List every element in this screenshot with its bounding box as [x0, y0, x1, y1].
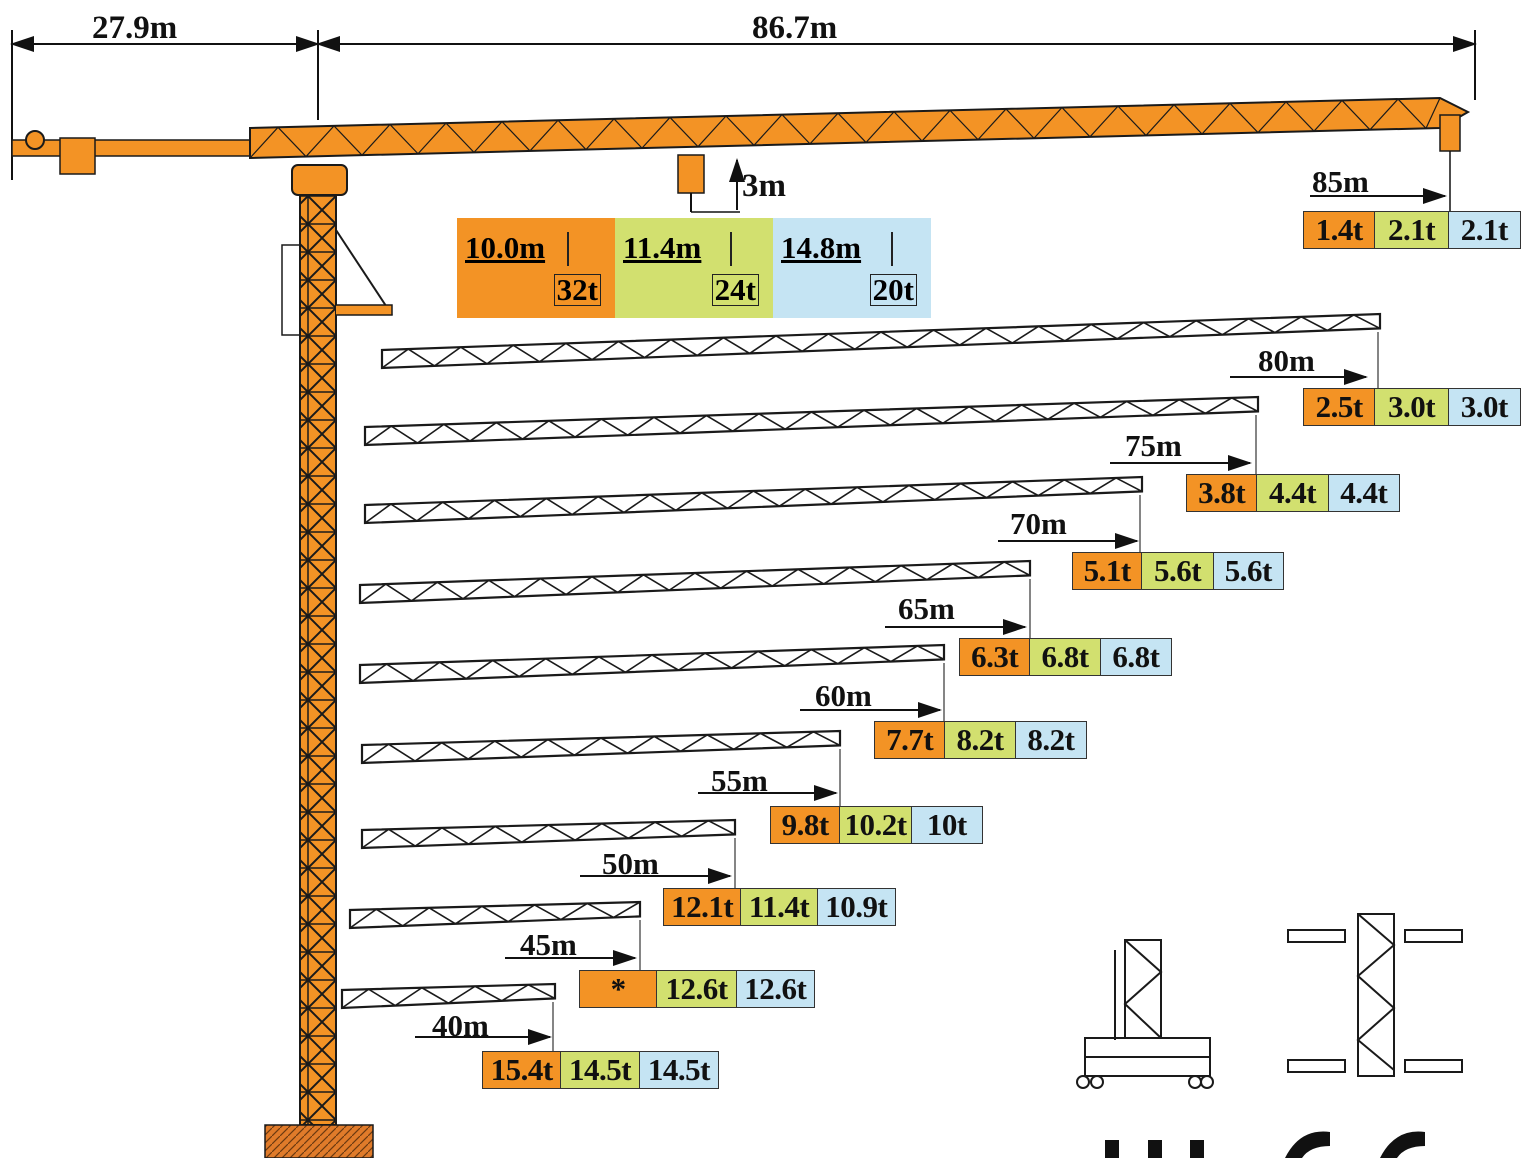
radius-label-40: 40m — [432, 1008, 489, 1043]
legend-tick-2 — [730, 232, 732, 266]
capacity-cell: * — [580, 971, 658, 1007]
alt-jib — [363, 475, 1144, 525]
capacity-row-65: 6.3t 6.8t 6.8t — [959, 638, 1172, 676]
legend-tick-3 — [891, 232, 893, 266]
capacity-legend: 10.0m 32t 11.4m 24t 14.8m 20t — [457, 218, 931, 318]
legend-radius-3: 14.8m — [781, 230, 862, 265]
legend-item-2: 11.4m 24t — [615, 218, 773, 318]
legend-item-1: 10.0m 32t — [457, 218, 615, 318]
alt-jib — [340, 982, 557, 1010]
capacity-row-45: * 12.6t 12.6t — [579, 970, 815, 1008]
mast-detail-left — [1076, 939, 1214, 1089]
alt-jib — [358, 643, 946, 685]
capacity-cell: 5.6t — [1213, 553, 1283, 589]
radius-label-80: 80m — [1258, 343, 1315, 378]
capacity-cell: 6.8t — [1030, 639, 1101, 675]
capacity-cell: 7.7t — [875, 722, 946, 758]
capacity-cell: 3.8t — [1187, 475, 1258, 511]
capacity-cell: 4.4t — [1328, 475, 1399, 511]
radius-label-60: 60m — [815, 678, 872, 713]
capacity-cell: 2.5t — [1304, 389, 1376, 425]
legend-load-3: 20t — [869, 274, 917, 306]
alt-jib — [358, 559, 1032, 605]
radius-label-45: 45m — [520, 927, 577, 962]
capacity-cell: 14.5t — [639, 1052, 719, 1088]
main-jib — [249, 96, 1471, 160]
radius-label-70: 70m — [1010, 506, 1067, 541]
capacity-cell: 8.2t — [945, 722, 1016, 758]
trolley-hook-tip — [1439, 114, 1461, 215]
capacity-cell: 12.6t — [657, 971, 737, 1007]
counter-jib — [11, 127, 303, 175]
capacity-cell: 1.4t — [1304, 212, 1376, 248]
alt-jib — [363, 395, 1260, 447]
capacity-cell: 2.1t — [1375, 212, 1449, 248]
radius-label-85: 85m — [1312, 164, 1369, 199]
capacity-cell: 10.9t — [817, 889, 895, 925]
capacity-cell: 8.2t — [1015, 722, 1087, 758]
capacity-row-70: 5.1t 5.6t 5.6t — [1072, 552, 1284, 590]
tower-mast — [264, 164, 393, 1158]
capacity-cell: 3.0t — [1375, 389, 1449, 425]
counter-jib-length-label: 27.9m — [92, 10, 178, 46]
capacity-cell: 5.1t — [1073, 553, 1143, 589]
hook-height-label: 3m — [742, 168, 786, 204]
alt-jib — [348, 900, 642, 930]
legend-radius-2: 11.4m — [623, 230, 702, 265]
legend-load-2: 24t — [711, 274, 759, 306]
legend-item-3: 14.8m 20t — [773, 218, 931, 318]
capacity-cell: 3.0t — [1448, 389, 1520, 425]
capacity-cell: 6.3t — [960, 639, 1031, 675]
legend-radius-1: 10.0m — [465, 230, 546, 265]
capacity-row-80: 2.5t 3.0t 3.0t — [1303, 388, 1521, 426]
legend-load-1: 32t — [553, 274, 601, 306]
jib-length-label: 86.7m — [752, 10, 838, 46]
capacity-cell: 2.1t — [1448, 212, 1520, 248]
capacity-row-60: 7.7t 8.2t 8.2t — [874, 721, 1087, 759]
capacity-cell: 12.6t — [736, 971, 814, 1007]
capacity-cell: 14.5t — [561, 1052, 640, 1088]
capacity-cell: 11.4t — [741, 889, 818, 925]
radius-arrows — [415, 188, 1447, 1051]
capacity-row-75: 3.8t 4.4t 4.4t — [1186, 474, 1400, 512]
capacity-cell: 10t — [911, 807, 982, 843]
mast-detail-right — [1287, 913, 1463, 1077]
capacity-row-85: 1.4t 2.1t 2.1t — [1303, 211, 1521, 249]
alt-jib — [360, 729, 842, 765]
capacity-cell: 15.4t — [483, 1052, 562, 1088]
capacity-row-55: 9.8t 10.2t 10t — [770, 806, 983, 844]
radius-label-55: 55m — [711, 763, 768, 798]
legend-tick-1 — [567, 232, 569, 266]
radius-label-65: 65m — [898, 591, 955, 626]
trolley-hook-main — [677, 154, 745, 213]
capacity-cell: 6.8t — [1100, 639, 1172, 675]
capacity-cell: 5.6t — [1142, 553, 1214, 589]
alternative-jibs — [340, 312, 1382, 1010]
capacity-row-50: 12.1t 11.4t 10.9t — [663, 888, 896, 926]
alt-jib — [380, 312, 1382, 370]
capacity-cell: 12.1t — [664, 889, 742, 925]
radius-label-50: 50m — [602, 846, 659, 881]
capacity-cell: 9.8t — [771, 807, 841, 843]
capacity-row-40: 15.4t 14.5t 14.5t — [482, 1051, 719, 1089]
capacity-cell: 10.2t — [840, 807, 912, 843]
model-logo-fragment — [1105, 1131, 1425, 1158]
radius-label-75: 75m — [1125, 428, 1182, 463]
capacity-cell: 4.4t — [1257, 475, 1329, 511]
dimension-lines — [10, 30, 1477, 180]
alt-jib — [360, 818, 737, 850]
